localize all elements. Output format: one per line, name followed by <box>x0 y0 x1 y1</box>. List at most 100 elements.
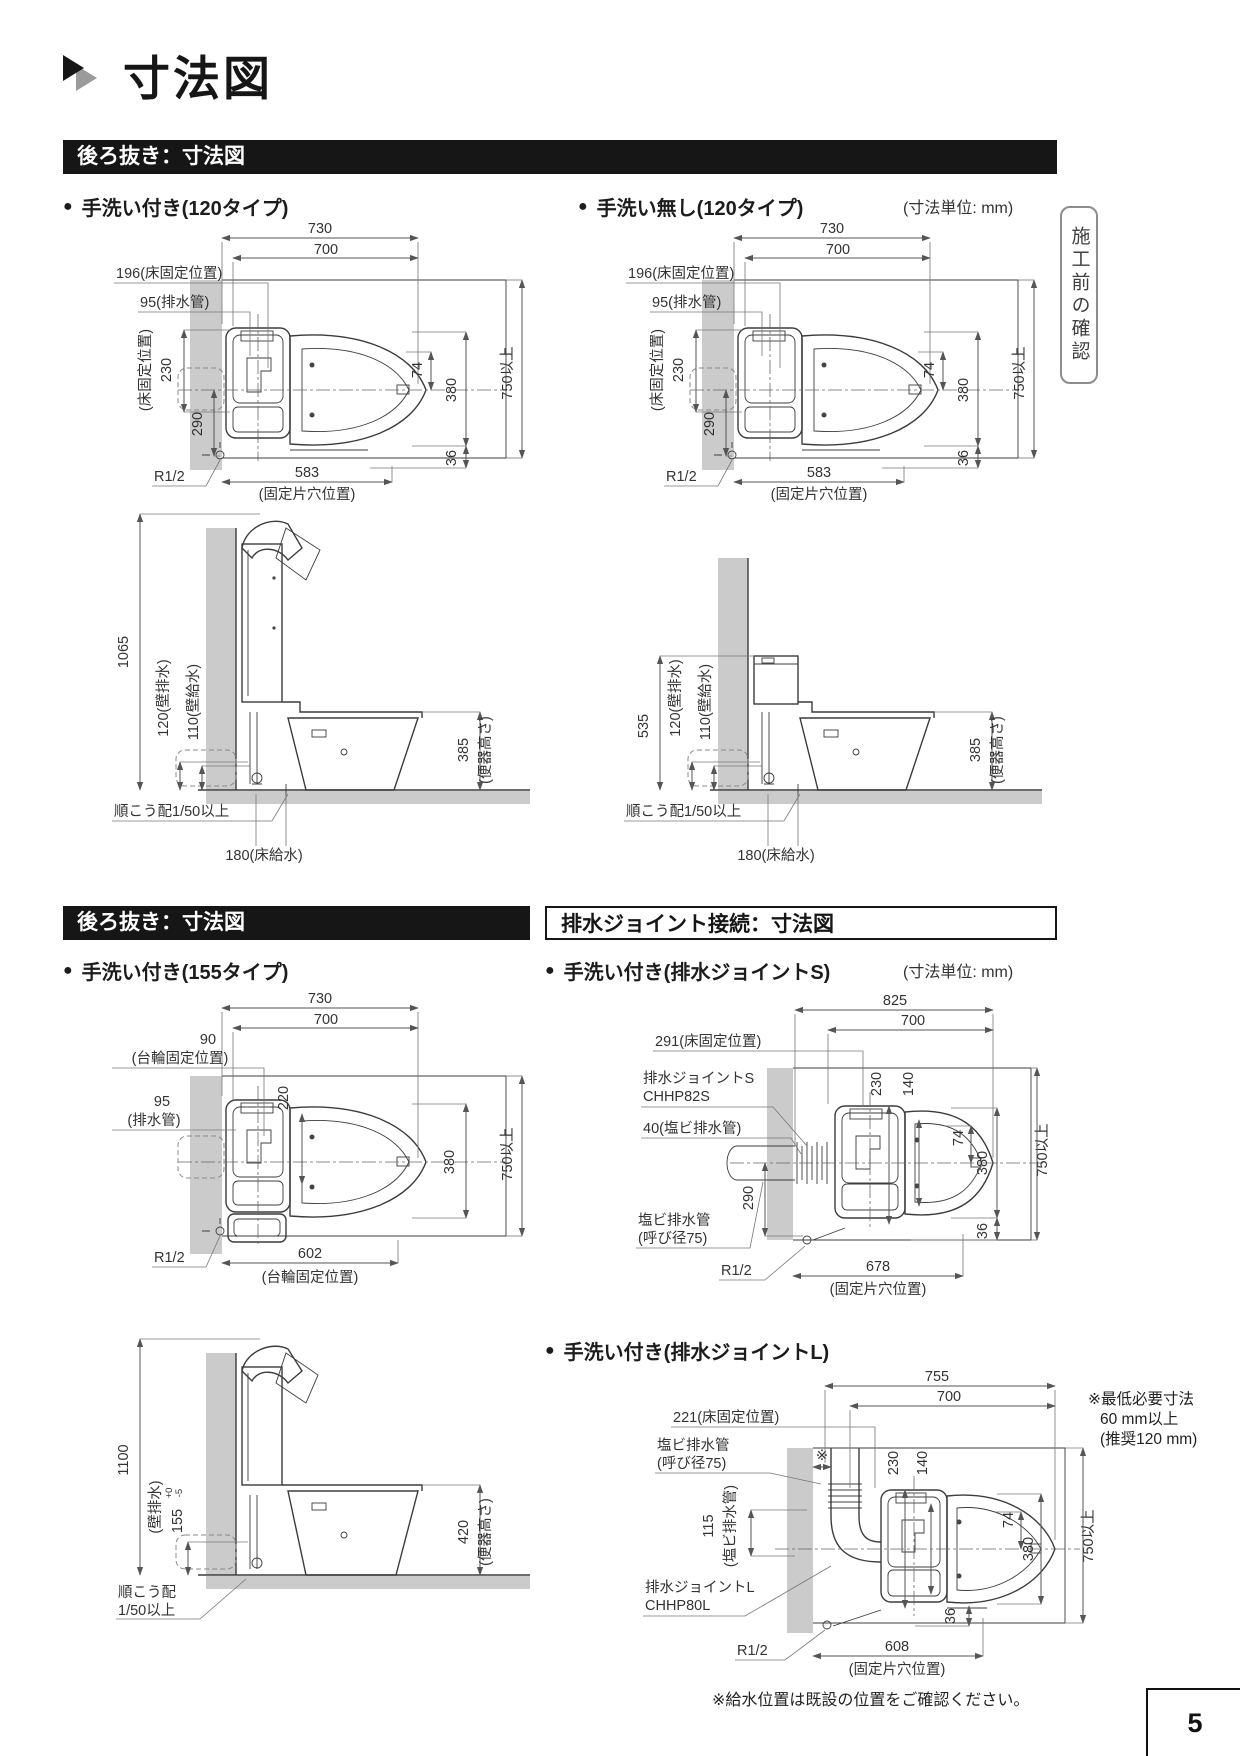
dim-label: 750以上 <box>1011 346 1028 399</box>
toilet-plan-outline <box>689 314 1018 461</box>
diagram-title-handwash-120: ● 手洗い付き(120タイプ) <box>63 192 288 221</box>
dim-label: (固定片穴位置) <box>771 486 868 503</box>
part-label: (呼び径75) <box>657 1455 726 1472</box>
dim-label: 120(壁排水) <box>155 659 172 736</box>
note-line: ※最低必要寸法 <box>1088 1391 1194 1408</box>
wall-and-floor <box>198 1353 530 1589</box>
dimensions: 1100 (壁排水) 155 +0 -5 420 (便器高さ) 順こう配 1/5… <box>116 1338 494 1620</box>
dim-label: 700 <box>937 1389 961 1405</box>
dim-label: 290 <box>702 412 718 436</box>
diagram-joint-l-plan: 755 700 221(床固定位置) 塩ビ排水管 (呼び径75) ※ 115 (… <box>643 1369 1097 1678</box>
dim-label: 380 <box>1021 1537 1037 1561</box>
dim-label: (固定片穴位置) <box>259 486 356 503</box>
dim-label: (排水管) <box>127 1112 180 1129</box>
dim-label: 120(壁排水) <box>667 659 684 736</box>
thread-size-label: R1/2 <box>721 1263 752 1279</box>
diagram-no-handwash-side: 535 120(壁排水) 110(壁給水) 385 (便器高さ) 順こう配1/5… <box>624 558 1042 864</box>
bullet-icon: ● <box>578 197 588 215</box>
footer-note: ※給水位置は既設の位置をご確認ください。 <box>712 1692 1030 1709</box>
dim-label: (台輪固定位置) <box>132 1050 229 1067</box>
dim-label: 700 <box>901 1013 925 1029</box>
note-line: (推奨120 mm) <box>1100 1431 1198 1448</box>
toilet-plan-outline <box>177 1086 506 1246</box>
toilet-plan-outline <box>177 314 506 461</box>
dim-label: 230 <box>671 358 687 382</box>
dim-label: 95(排水管) <box>652 294 721 311</box>
dim-label: 583 <box>807 465 831 481</box>
dim-label: (台輪固定位置) <box>262 1269 359 1286</box>
diagram-title-no-handwash-120: ● 手洗い無し(120タイプ) <box>578 192 803 221</box>
dim-label: 36 <box>975 1223 991 1239</box>
dim-label: 110(壁給水) <box>185 664 202 740</box>
dimensions: 535 120(壁排水) 110(壁給水) 385 (便器高さ) 順こう配1/5… <box>624 655 1006 864</box>
dim-label: 110(壁給水) <box>697 664 714 740</box>
dim-label: 221(床固定位置) <box>673 1409 779 1426</box>
dim-label: 196(床固定位置) <box>628 265 734 282</box>
dim-label: 230 <box>159 358 175 382</box>
dim-label: (壁排水) <box>147 1480 164 1533</box>
slope-note: 順こう配1/50以上 <box>626 803 741 820</box>
page-title: 寸法図 <box>123 52 273 105</box>
part-label: 塩ビ排水管 <box>638 1212 711 1229</box>
dim-label: (固定片穴位置) <box>830 1281 927 1298</box>
page-header: 寸法図 <box>63 40 273 109</box>
thread-size-label: R1/2 <box>154 469 185 485</box>
title-arrow-icon <box>63 49 109 101</box>
dim-label: 750以上 <box>499 1127 516 1180</box>
dim-label: 825 <box>883 993 907 1009</box>
min-gap-mark: ※ <box>816 1448 828 1464</box>
dim-label: 290 <box>190 412 206 436</box>
dim-label: 380 <box>956 378 972 402</box>
dim-label: 36 <box>444 450 460 466</box>
dim-label: 730 <box>308 991 332 1007</box>
diagram-title-label: 手洗い付き(120タイプ) <box>81 198 289 220</box>
dim-label: 74 <box>410 362 426 378</box>
dim-label: 95(排水管) <box>140 294 209 311</box>
diagram-title-label: 手洗い無し(120タイプ) <box>596 198 804 220</box>
dim-label: 750以上 <box>499 346 516 399</box>
diagram-handwash-120-plan: 730 700 196(床固定位置) 95(排水管) (床固定位置) 230 2… <box>114 221 526 503</box>
dim-label: 74 <box>922 362 938 378</box>
dim-label: 1100 <box>116 1444 132 1475</box>
diagram-title-joint-l: ● 手洗い付き(排水ジョイントL) <box>545 1336 829 1365</box>
dim-label: 36 <box>943 1608 959 1624</box>
dimensions: 730 700 196(床固定位置) 95(排水管) (床固定位置) 230 2… <box>114 221 526 503</box>
dim-label: (便器高さ) <box>989 716 1006 784</box>
bullet-icon: ● <box>63 197 73 215</box>
slope-note: 1/50以上 <box>118 1602 175 1619</box>
dim-label: 230 <box>886 1451 902 1475</box>
dim-label: 700 <box>314 1012 338 1028</box>
dim-label: 385 <box>456 738 472 762</box>
dim-label: (固定片穴位置) <box>849 1661 946 1678</box>
wall-and-room <box>190 1075 507 1254</box>
dim-label: 220 <box>276 1086 292 1110</box>
dim-label: 1065 <box>116 636 132 668</box>
dim-label: 678 <box>866 1259 890 1275</box>
dim-label: 74 <box>951 1130 967 1146</box>
part-label: (呼び径75) <box>638 1230 707 1247</box>
dim-label: 90 <box>200 1032 216 1048</box>
wall-and-floor <box>710 558 1042 804</box>
unit-note: (寸法単位: mm) <box>903 964 1014 981</box>
bullet-icon: ● <box>63 961 73 979</box>
dim-label: 380 <box>442 1150 458 1174</box>
dim-label: 730 <box>308 221 332 237</box>
dim-label: 380 <box>975 1151 991 1175</box>
diagram-title-handwash-155: ● 手洗い付き(155タイプ) <box>63 956 288 985</box>
min-dimension-note: ※最低必要寸法 60 mm以上 (推奨120 mm) <box>1088 1390 1197 1450</box>
dim-label: 140 <box>901 1072 917 1096</box>
diagram-title-label: 手洗い付き(155タイプ) <box>81 962 289 984</box>
part-label: CHHP80L <box>645 1598 710 1614</box>
slope-note: 順こう配 <box>118 1584 176 1601</box>
note-line: 60 mm以上 <box>1100 1411 1179 1428</box>
dim-label: 385 <box>968 738 984 762</box>
diagram-no-handwash-120-plan: 730 700 196(床固定位置) 95(排水管) (床固定位置) 230 2… <box>626 221 1038 503</box>
dim-label: (塩ビ排水管) <box>722 1485 739 1567</box>
dim-label: (便器高さ) <box>477 1498 494 1566</box>
dim-label: 602 <box>298 1246 322 1262</box>
thread-size-label: R1/2 <box>666 469 697 485</box>
wall-and-floor <box>198 528 530 804</box>
dimensions: 825 700 291(床固定位置) 排水ジョイントS CHHP82S 40(塩… <box>636 993 1051 1298</box>
dim-label: (床固定位置) <box>137 329 154 411</box>
section-header-drain-joint: 排水ジョイント接続：寸法図 <box>545 906 1057 940</box>
